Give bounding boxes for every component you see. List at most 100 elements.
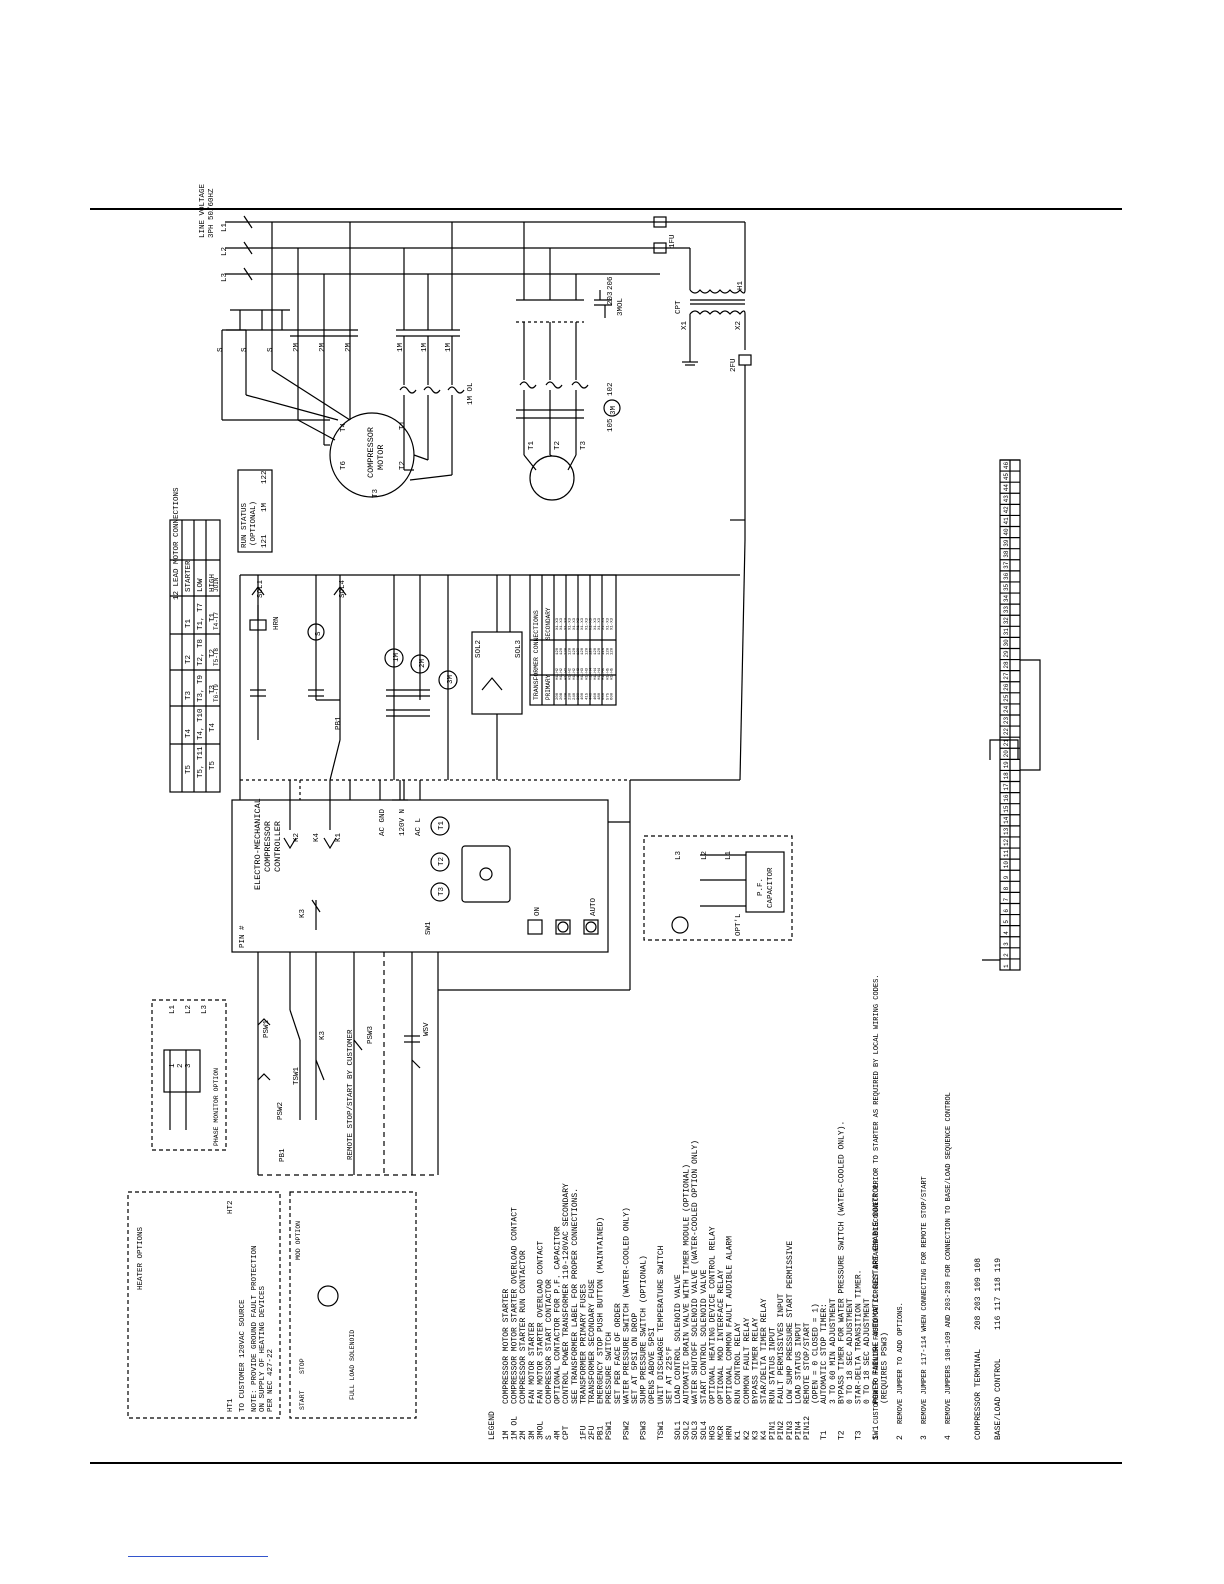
legend-description: UNIT DISCHARGE TEMPERATURE SWITCH — [657, 1245, 666, 1404]
legend-key: HRN — [726, 1425, 735, 1440]
legend-key: PSW2 — [622, 1421, 631, 1440]
xfmr-cell: X1-X3 — [606, 617, 610, 630]
phase-monitor-2: 2 — [177, 1063, 185, 1068]
motor-table-high-1: T1 — [209, 612, 217, 622]
xfmr-cell: H1-H4 — [598, 667, 602, 680]
terminal-number: 10 — [1003, 861, 1010, 869]
xfmr-cell: X1-X3 — [569, 617, 573, 630]
controller-on: ON — [534, 907, 542, 916]
contact-2m-3: 2M — [345, 342, 353, 352]
terminal-number: 24 — [1003, 705, 1010, 713]
legend-key: TSW1 — [657, 1421, 666, 1440]
contact-s-1: S — [217, 347, 225, 352]
xfmr-cell: X1-X3 — [611, 617, 615, 630]
xfmr-cell: 120 — [573, 647, 577, 655]
legend-key: K2 — [743, 1430, 752, 1440]
motor-t1: T1 — [399, 420, 407, 430]
relay-k3: K3 — [299, 908, 307, 918]
legend-description: SUMP PRESSURE SWITCH (OPTIONAL) — [640, 1255, 649, 1404]
xfmr-cell: 120 — [564, 647, 568, 655]
motor-table-h3: T3 — [185, 690, 193, 700]
motor-t4: T4 — [340, 422, 348, 432]
terminal-number: 19 — [1003, 761, 1010, 769]
legend-key: T2 — [837, 1430, 846, 1440]
motor-table-join: JOIN — [213, 577, 220, 592]
switch-psw3: PSW3 — [367, 1025, 375, 1044]
xfmr-cell: 120 — [606, 647, 610, 655]
terminal-number: 30 — [1003, 639, 1010, 647]
contact-1m-3: 1M — [445, 342, 453, 352]
overload-label: 1M OL — [467, 382, 475, 405]
legend-key: CPT — [562, 1425, 571, 1440]
terminal-number: 32 — [1003, 617, 1010, 625]
xfmr-cell: H1-H2 — [569, 667, 573, 680]
xfmr-cell: H1-H2 — [560, 667, 564, 680]
terminal-number: 46 — [1003, 461, 1010, 469]
xfmr-cell: 460 — [594, 692, 598, 700]
fan-t1: T1 — [528, 440, 536, 450]
switch-pb1: PB1 — [279, 1148, 287, 1162]
phase-monitor-3: 3 — [185, 1063, 193, 1068]
line-l2: L2 — [221, 247, 229, 256]
motor-t6: T6 — [340, 460, 348, 470]
xfmr-cell: X1-X3 — [560, 617, 564, 630]
terminal-number: 16 — [1003, 794, 1010, 802]
contact-1m-1: 1M — [397, 342, 405, 352]
legend-note-number: 2 — [896, 1435, 905, 1440]
coil-sol4: SOL4 — [339, 579, 347, 598]
terminal-number: 45 — [1003, 473, 1010, 481]
xfmr-cell: H1-H2 — [564, 667, 568, 680]
heater-title: HEATER OPTIONS — [137, 1226, 145, 1290]
motor-table-low-5: T5, T11 — [197, 746, 205, 778]
legend-description: COMPRESSOR START CONTACTOR — [545, 1279, 554, 1404]
xfmr-cell: H1-H2 — [573, 667, 577, 680]
legend-description: COMPRESSOR MOTOR STARTER — [502, 1289, 511, 1404]
xfmr-cell: 550 — [602, 692, 606, 700]
line-voltage-label-2: 3PH 50/60HZ — [208, 188, 216, 238]
contact-2m-2: 2M — [319, 342, 327, 352]
legend-description: FAN MOTOR STARTER — [528, 1322, 537, 1404]
legend-description: RUN STATUS INPUT — [769, 1327, 778, 1404]
legend-key: 3M — [528, 1430, 537, 1440]
legend-description: LOW SUMP PRESSURE START PERMISSIVE — [786, 1241, 795, 1404]
legend-description: 0 TO 18 SEC ADJUSTMENT — [846, 1298, 855, 1404]
motor-table-h0: STARTER — [185, 560, 193, 592]
xfmr-cell: H1-H5 — [602, 667, 606, 680]
line-l1: L1 — [221, 222, 229, 232]
xfmr-cell: H1-H4 — [590, 667, 594, 680]
terminal-number: 25 — [1003, 694, 1010, 702]
motor-table-low-4: T4, T10 — [197, 708, 205, 740]
timer-t2: T2 — [438, 857, 446, 866]
controller-title-1: ELECTRO-MECHANICAL — [253, 798, 263, 890]
fuse-2fu: 2FU — [730, 358, 738, 372]
transformer-x1: X1 — [681, 320, 689, 330]
legend-description: FAULT PERMISSIVES INPUT — [777, 1293, 786, 1404]
legend-key: T1 — [820, 1430, 829, 1440]
motor-table-h1: T1 — [185, 618, 193, 628]
terminal-number: 11 — [1003, 850, 1010, 858]
coil-sol1: SOL1 — [257, 579, 265, 598]
relay-k4: K4 — [313, 832, 321, 842]
heater-ht1: HT1 — [227, 1398, 235, 1412]
heater-ht2: HT2 — [227, 1200, 235, 1214]
legend-description: LOAD STATUS INPUT — [794, 1322, 803, 1404]
legend-key: PIN1 — [769, 1421, 778, 1440]
xfmr-table-title: TRANSFORMER CONNECTIONS — [533, 610, 540, 700]
terminal-number: 8 — [1003, 886, 1010, 890]
run-status-122: 122 — [261, 470, 269, 484]
legend-note-number: 1 — [872, 1435, 881, 1440]
legend-description: WATER PRESSURE SWITCH (WATER-COOLED ONLY… — [622, 1207, 631, 1404]
timer-t3: T3 — [438, 886, 446, 896]
xfmr-cell: 120 — [590, 647, 594, 655]
mod-full-load: FULL LOAD SOLENOID — [349, 1330, 356, 1400]
xfmr-cell: X1-X3 — [585, 617, 589, 630]
coil-hrn: HRN — [273, 616, 281, 630]
fuse-1fu: 1FU — [669, 234, 677, 248]
controller-sw1: SW1 — [425, 921, 433, 935]
legend-description: AUTOMATIC DRAIN VALVE WITH TIMER MODULE … — [683, 1164, 692, 1404]
legend-key: SOL4 — [700, 1421, 709, 1440]
xfmr-cell: X1-X3 — [577, 617, 581, 630]
terminal-number: 5 — [1003, 920, 1010, 924]
